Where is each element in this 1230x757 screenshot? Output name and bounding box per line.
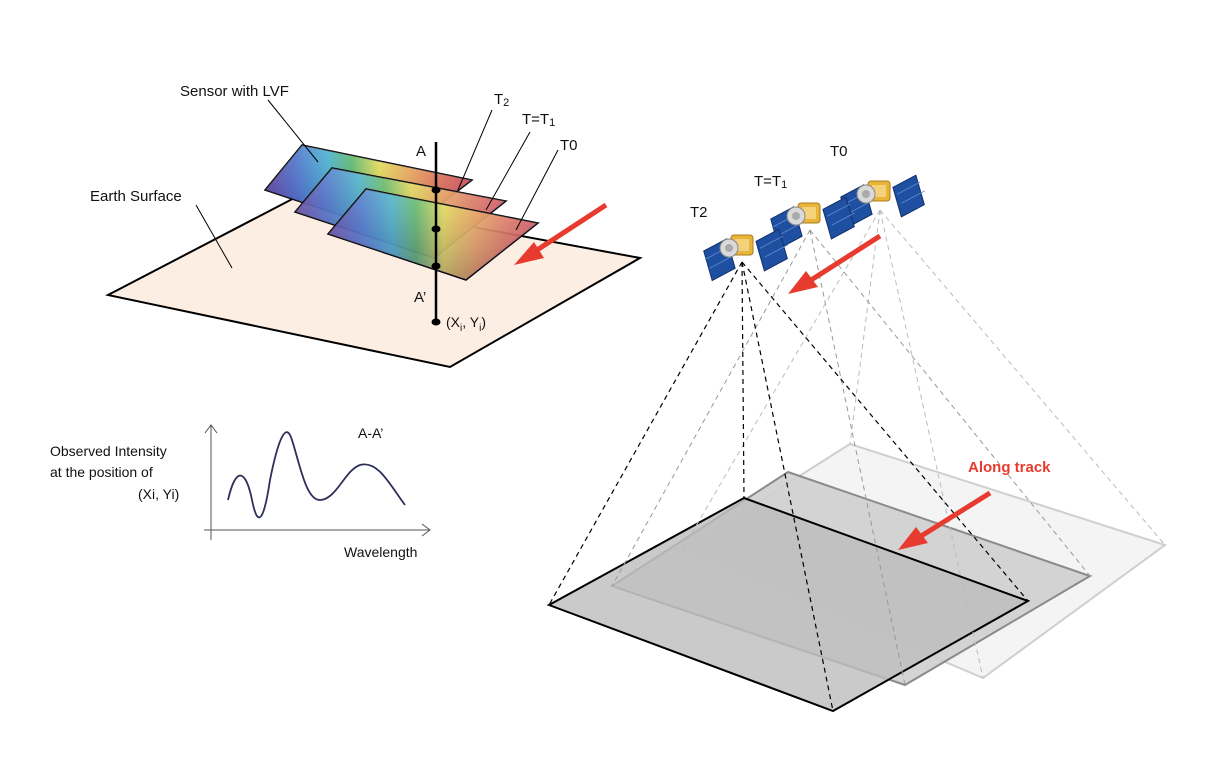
satellite-t0 [840, 174, 926, 228]
graph-xlabel: Wavelength [344, 544, 417, 560]
graph-ylabel-line3: (Xi, Yi) [138, 486, 179, 502]
label-along-track: Along track [968, 459, 1051, 476]
label-point-a-prime: A’ [414, 289, 426, 306]
label-right-t0: T0 [830, 143, 848, 160]
point-t0 [431, 262, 441, 270]
label-left-t0: T0 [560, 137, 578, 154]
point-t1 [431, 225, 441, 233]
point-xi-yi [431, 318, 441, 326]
label-right-t2: T2 [690, 204, 708, 221]
label-left-t2: T2 [494, 91, 509, 109]
label-earth-surface: Earth Surface [90, 188, 182, 205]
graph-curve-label: A-A’ [358, 425, 383, 441]
graph-ylabel-line1: Observed Intensity [50, 443, 167, 459]
graph-ylabel-line2: at the position of [50, 464, 153, 480]
label-left-t1: T=T1 [522, 111, 555, 129]
label-sensor-with-lvf: Sensor with LVF [180, 83, 289, 100]
label-point-a: A [416, 143, 426, 160]
intensity-curve [227, 431, 406, 519]
footprint-t2 [546, 496, 1031, 713]
point-t2 [431, 186, 441, 194]
satellite-t2 [703, 228, 789, 282]
label-right-t1: T=T1 [754, 173, 787, 191]
label-coordinate: (Xi, Yi) [446, 314, 486, 334]
